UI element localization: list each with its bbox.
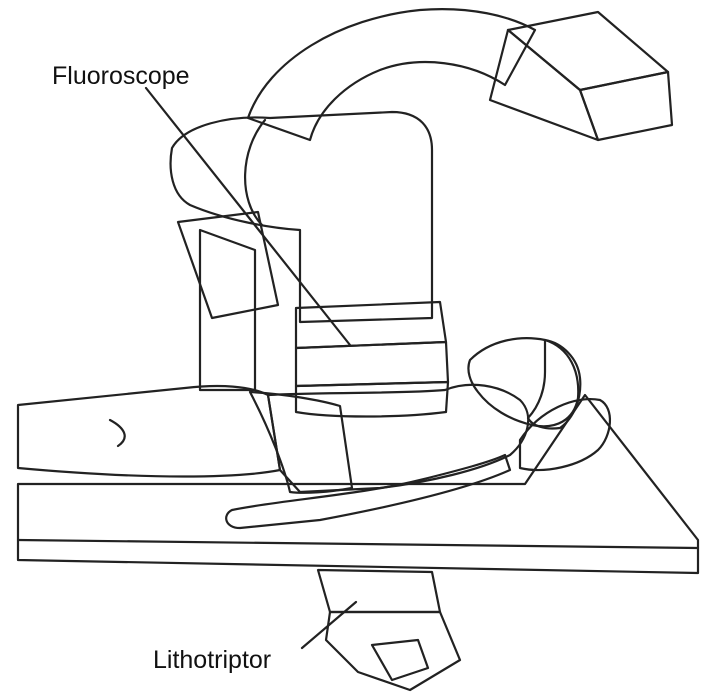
lithotriptor-upper (318, 570, 440, 612)
fluoroscope-leader-line (146, 88, 350, 345)
lithotriptor-lower (326, 612, 460, 690)
fluoroscope-housing-fold (245, 120, 265, 225)
patient-knee-detail (110, 420, 125, 446)
patient-underwear (250, 392, 352, 493)
patient-legs (18, 386, 280, 476)
fluoroscope-base (296, 382, 448, 417)
fluoroscope-label: Fluoroscope (52, 62, 190, 90)
patient-head (468, 338, 578, 426)
detector-box (490, 12, 672, 140)
patient-arm (226, 455, 510, 528)
patient-hair (528, 340, 580, 429)
detector-side-face (580, 72, 672, 140)
patient (18, 338, 580, 528)
fluoroscope-ring (296, 342, 448, 386)
c-arm-rear-fin (178, 212, 278, 318)
table-edge-line (18, 540, 698, 548)
lithotriptor-nozzle (372, 640, 428, 680)
fluoroscope-collar (296, 302, 446, 348)
patient-torso (268, 385, 528, 492)
lithotriptor-head (318, 570, 460, 690)
lithotriptor-label: Lithotriptor (153, 646, 271, 674)
fluoroscope-head (171, 112, 448, 417)
c-arm (178, 9, 535, 390)
exam-table (18, 395, 698, 573)
c-arm-band (248, 9, 535, 140)
